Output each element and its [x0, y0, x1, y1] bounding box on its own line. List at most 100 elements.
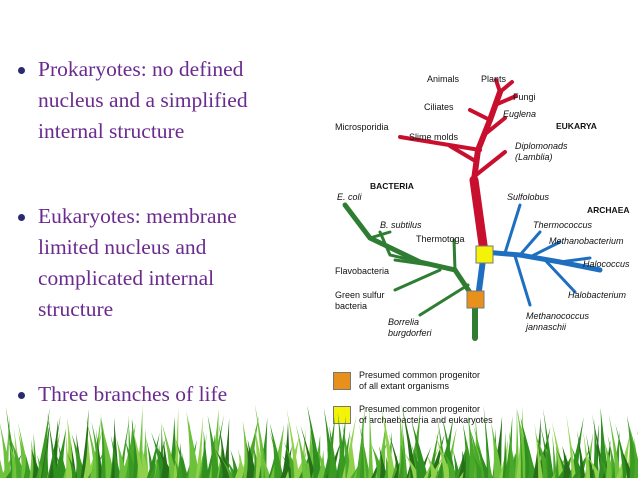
- grass-blade: [514, 407, 520, 478]
- grass-blade: [326, 447, 339, 478]
- grass-blade: [186, 410, 200, 478]
- taxon-label: Halobacterium: [568, 290, 627, 300]
- taxon-label: Plants: [481, 74, 507, 84]
- bullet-line: internal structure: [38, 119, 185, 143]
- bullet-prokaryotes: Prokaryotes: no defined nucleus and a si…: [18, 54, 328, 147]
- grass-blade: [502, 431, 508, 478]
- legend-line: of all extant organisms: [359, 381, 450, 391]
- grass-blade: [411, 419, 429, 478]
- grass-blade: [175, 438, 189, 478]
- taxon-label: Borrelia: [388, 317, 419, 327]
- bullet-line: complicated internal: [38, 266, 215, 290]
- eukarya-branches: [398, 78, 518, 257]
- legend-swatch: [333, 372, 351, 390]
- grass-blade: [475, 441, 491, 478]
- grass-blade: [534, 422, 543, 478]
- taxon-label: Microsporidia: [335, 122, 389, 132]
- grass-blade: [70, 442, 77, 478]
- grass-blade: [562, 446, 573, 478]
- taxon-label: Animals: [427, 74, 460, 84]
- grass-blade: [368, 406, 374, 478]
- taxon-label: Diplomonads: [515, 141, 568, 151]
- grass-blade: [47, 412, 58, 478]
- grass-blade: [542, 408, 554, 478]
- bullet-eukaryotes: Eukaryotes: membrane limited nucleus and…: [18, 201, 328, 325]
- grass-blade: [585, 433, 595, 478]
- bullet-line: Three branches of life: [38, 382, 228, 406]
- taxon-label: Methanococcus: [526, 311, 590, 321]
- taxon-label: burgdorferi: [388, 328, 433, 338]
- grass-blade: [146, 438, 156, 478]
- grass-blade: [358, 423, 371, 478]
- domain-label-eukarya: EUKARYA: [556, 121, 597, 131]
- grass-blade: [491, 422, 504, 478]
- grass-blade: [218, 451, 224, 478]
- grass-blade: [586, 455, 603, 478]
- grass-blade: [238, 449, 247, 478]
- grass-blade: [300, 425, 316, 478]
- grass-blade: [379, 445, 388, 478]
- grass-blade: [346, 434, 357, 478]
- bullet-dot-icon: [18, 67, 25, 74]
- grass-blade: [173, 406, 179, 478]
- grass-blade: [136, 405, 143, 478]
- grass-blade: [388, 433, 403, 478]
- bullet-line: Prokaryotes: no defined: [38, 57, 244, 81]
- grass-blade: [162, 423, 178, 478]
- taxon-label: Halococcus: [583, 259, 630, 269]
- grass-blade: [201, 430, 209, 478]
- grass-blade: [0, 423, 12, 478]
- bullet-line: structure: [38, 297, 114, 321]
- legend-text: Presumed common progenitor of archaebact…: [359, 404, 539, 426]
- grass-blade: [195, 415, 204, 478]
- grass-blade: [583, 430, 591, 478]
- grass-blade: [48, 419, 59, 478]
- taxon-label: jannaschii: [525, 322, 567, 332]
- grass-blade: [565, 413, 577, 478]
- grass-blade: [83, 434, 92, 478]
- grass-blade: [140, 448, 151, 478]
- grass-blade: [219, 455, 235, 478]
- taxon-label: Green sulfur: [335, 290, 385, 300]
- grass-blade: [259, 448, 271, 478]
- grass-blade: [67, 452, 79, 478]
- grass-blade: [222, 418, 230, 478]
- grass-blade: [608, 414, 622, 478]
- grass-blade: [391, 454, 398, 478]
- grass-blade: [401, 404, 418, 478]
- bullet-dot-icon: [18, 214, 25, 221]
- grass-blade: [485, 446, 493, 478]
- grass-blade: [576, 430, 586, 478]
- taxon-label: Thermotoga: [416, 234, 465, 244]
- legend-line: of archaebacteria and eukaryotes: [359, 415, 493, 425]
- grass-blade: [441, 414, 457, 478]
- grass-blade: [101, 426, 116, 478]
- phylogenetic-tree-diagram: EUKARYA BACTERIA ARCHAEA Animals Plants …: [335, 74, 630, 341]
- grass-blade: [552, 433, 558, 478]
- taxon-label: Ciliates: [424, 102, 454, 112]
- taxon-label: Sulfolobus: [507, 192, 550, 202]
- grass-border-decoration: [0, 404, 638, 478]
- taxon-label: (Lamblia): [515, 152, 553, 162]
- legend-text: Presumed common progenitor of all extant…: [359, 370, 539, 392]
- legend-line: Presumed common progenitor: [359, 404, 481, 414]
- bullet-dot-icon: [18, 392, 25, 399]
- bacteria-branches: [342, 202, 478, 341]
- grass-blade: [593, 419, 600, 478]
- grass-blade: [36, 407, 50, 478]
- taxon-label: B. subtilus: [380, 220, 422, 230]
- taxon-label: Thermococcus: [533, 220, 593, 230]
- grass-blade: [269, 430, 284, 478]
- taxon-label: Euglena: [503, 109, 536, 119]
- taxon-label: E. coli: [337, 192, 363, 202]
- taxon-label: Fungi: [513, 92, 536, 102]
- grass-blade: [337, 412, 348, 478]
- taxon-label: Slime molds: [409, 132, 459, 142]
- common-progenitor-marker: [466, 290, 485, 309]
- taxon-label: bacteria: [335, 301, 367, 311]
- domain-label-archaea: ARCHAEA: [587, 205, 630, 215]
- grass-blade: [23, 453, 32, 478]
- grass-blade: [442, 450, 459, 478]
- bullet-line: Eukaryotes: membrane: [38, 204, 237, 228]
